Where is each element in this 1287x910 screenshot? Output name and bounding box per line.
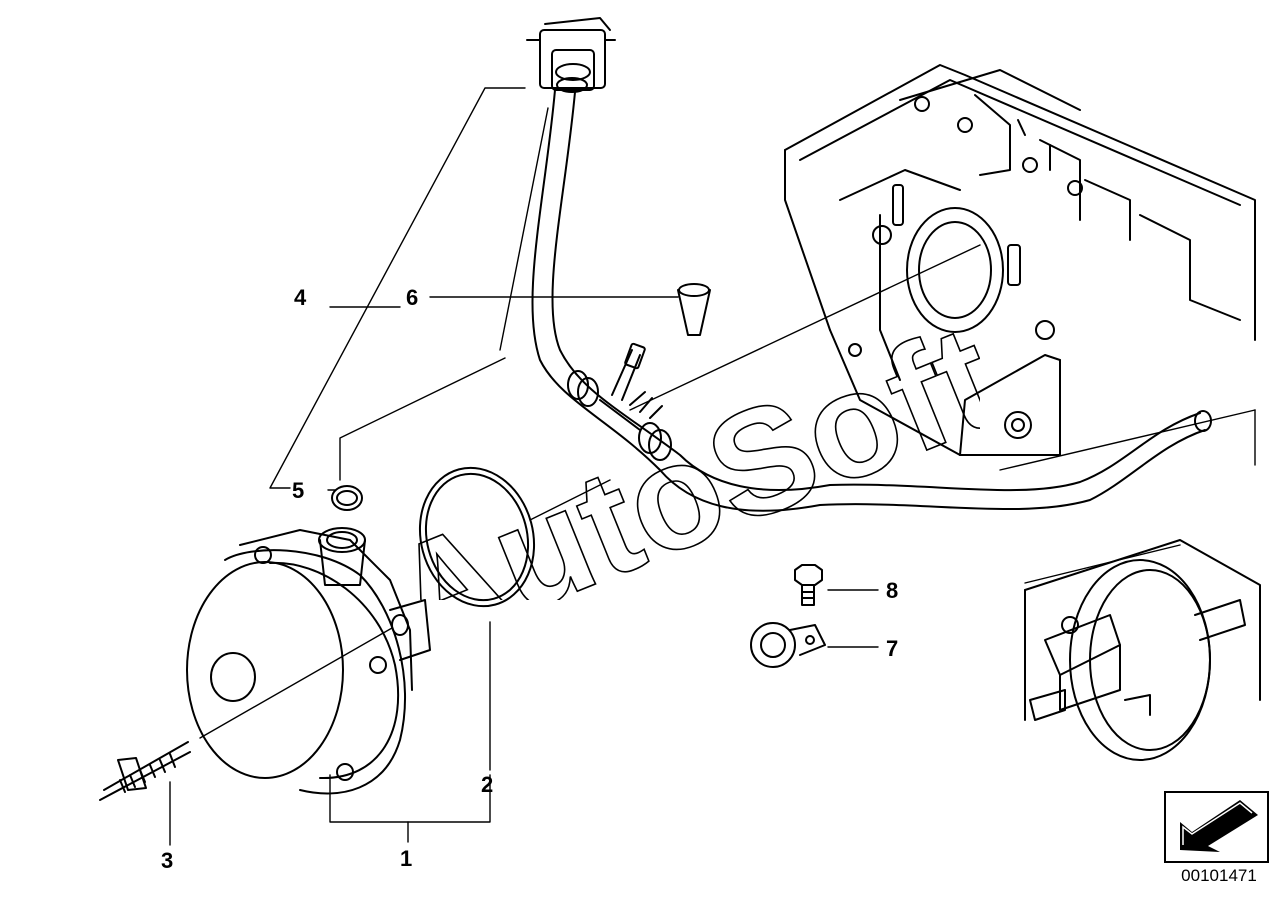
callout-1: 1: [400, 846, 413, 871]
brake-booster: [1024, 539, 1261, 761]
gasket-ring: [418, 466, 536, 608]
callout-2: 2: [481, 772, 494, 797]
callout-8: 8: [886, 578, 899, 603]
callout-3: 3: [161, 848, 174, 873]
callout-6: 6: [406, 285, 419, 310]
leader-lines: [169, 87, 1256, 846]
stud-bolt: [99, 741, 191, 801]
callout-7: 7: [886, 636, 899, 661]
document-number: 00101471: [1181, 866, 1257, 885]
arrow-pointing-down-left-icon: [1164, 791, 1269, 863]
hex-bolt: [794, 564, 823, 606]
o-ring: [331, 485, 363, 511]
vacuum-pump: [186, 527, 431, 795]
engine-block: [784, 64, 1256, 456]
o-ring-inner: [336, 490, 358, 506]
gasket-ring-inner: [424, 472, 530, 602]
callout-5: 5: [292, 478, 305, 503]
callout-4: 4: [294, 285, 307, 310]
hose-clamp: [750, 622, 826, 668]
connector-piece: [677, 283, 711, 336]
vacuum-hose: [526, 17, 1212, 512]
